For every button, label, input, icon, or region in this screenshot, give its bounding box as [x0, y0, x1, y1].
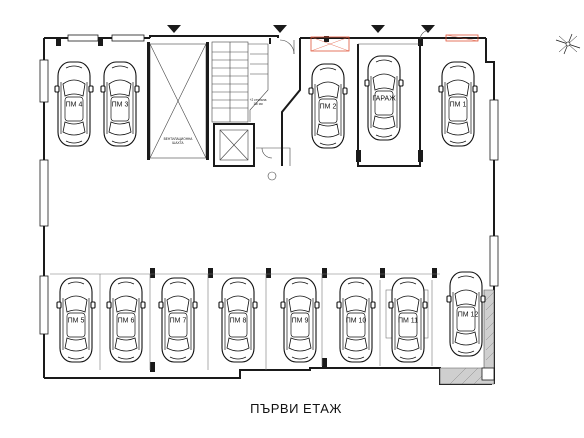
bottom-bays: [50, 273, 440, 370]
space-label-garage: ГАРАЖ: [372, 96, 396, 103]
car-pm6: ПМ 6: [106, 277, 146, 363]
stair-note-2: 18/ см: [253, 102, 262, 106]
accent-blocks: [310, 34, 479, 52]
car-pm10: ПМ 10: [336, 277, 376, 363]
shaft-label-2: ШАХТА: [172, 141, 184, 145]
car-pm3: ПМ 3: [100, 61, 140, 147]
shaft-label-1: ВЕНТИЛАЦИОННА: [164, 137, 194, 141]
car-pm12: ПМ 12: [446, 271, 486, 357]
stair-note-1: +2 стъпала: [250, 98, 267, 102]
stair-core: [211, 38, 301, 181]
space-label-pm10: ПМ 10: [346, 318, 367, 325]
space-label-pm11: ПМ 11: [398, 318, 418, 325]
car-pm8: ПМ 8: [218, 277, 258, 363]
car-pm9: ПМ 9: [280, 277, 320, 363]
entrance-markers: [167, 25, 435, 33]
space-label-pm9: ПМ 9: [292, 318, 309, 325]
space-label-pm4: ПМ 4: [66, 102, 83, 109]
space-label-pm8: ПМ 8: [230, 318, 247, 325]
ramp-hatch: [439, 289, 495, 385]
space-label-pm2: ПМ 2: [320, 104, 337, 111]
cars: ПМ 4 ПМ 3 ПМ 2 ГАРАЖ ПМ 1 ПМ 5 ПМ 6 ПМ 7 ПМ 8 ПМ …: [54, 55, 486, 363]
car-pm7: ПМ 7: [158, 277, 198, 363]
car-pm5: ПМ 5: [56, 277, 96, 363]
space-label-pm12: ПМ 12: [458, 312, 479, 319]
space-label-pm6: ПМ 6: [118, 318, 135, 325]
floor-title: ПЪРВИ ЕТАЖ: [250, 401, 342, 416]
car-pm11: ПМ 11: [388, 277, 428, 363]
car-pm4: ПМ 4: [54, 61, 94, 147]
outer-walls: [39, 34, 499, 385]
car-pm2: ПМ 2: [308, 63, 348, 149]
car-pm1: ПМ 1: [438, 61, 478, 147]
space-label-pm7: ПМ 7: [170, 318, 187, 325]
space-label-pm3: ПМ 3: [112, 102, 129, 109]
space-label-pm5: ПМ 5: [68, 318, 85, 325]
garage-enclosure: [356, 29, 431, 167]
ventilation-shaft: [147, 42, 209, 160]
north-arrow-icon: [555, 33, 581, 55]
space-label-pm1: ПМ 1: [450, 102, 467, 109]
car-garage: ГАРАЖ: [364, 55, 404, 141]
